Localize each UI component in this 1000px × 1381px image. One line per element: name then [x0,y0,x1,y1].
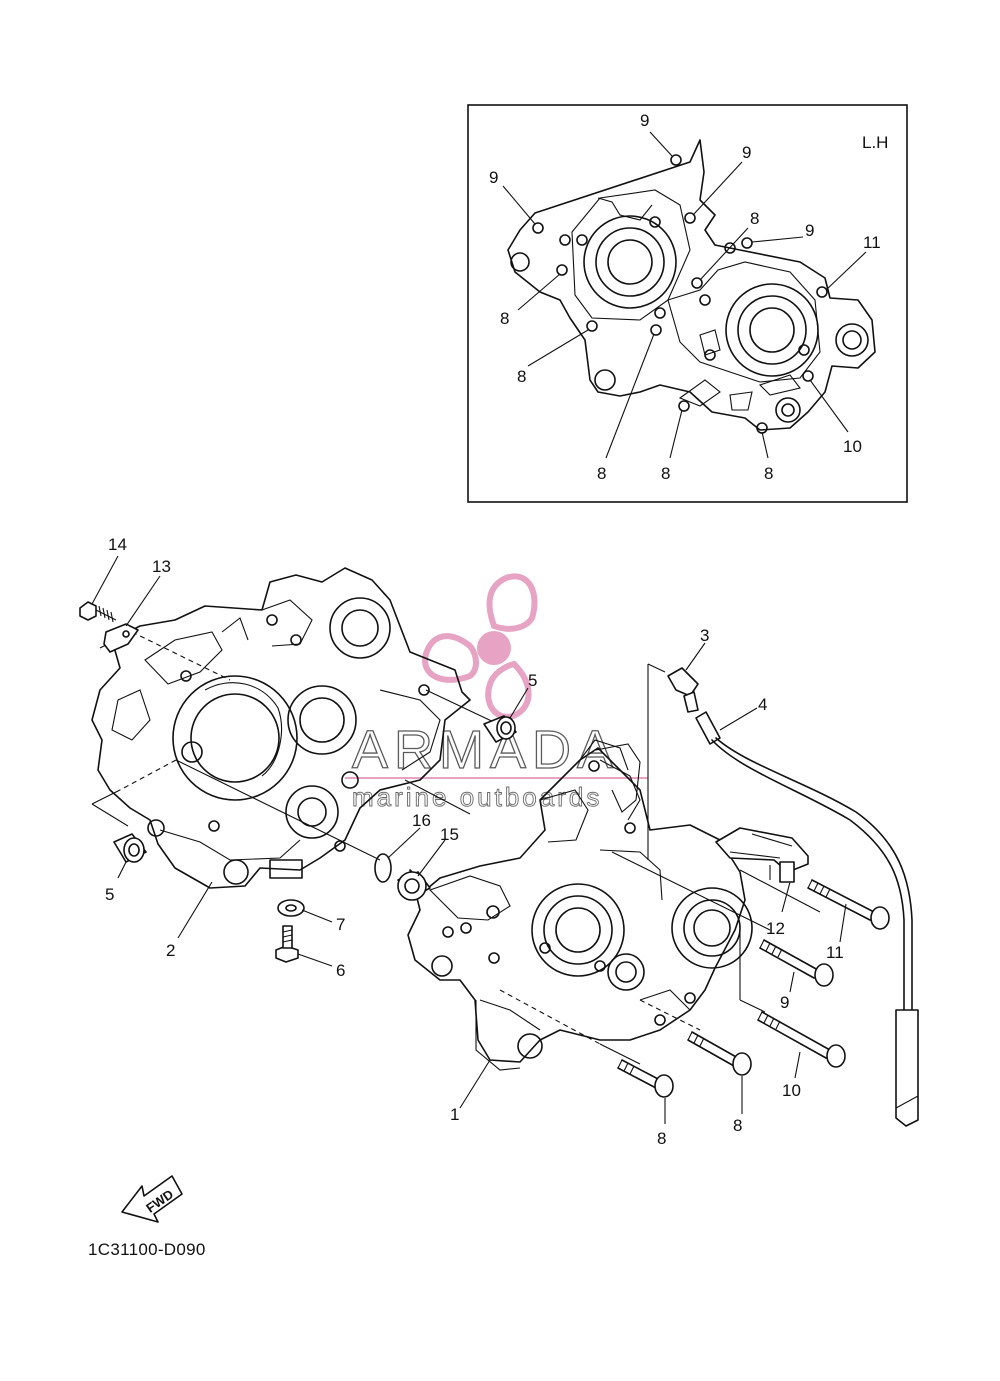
callout-7: 7 [336,915,345,934]
collar-15 [397,871,431,901]
callout-14: 14 [108,535,127,554]
callout-4: 4 [758,695,767,714]
inset-side-label: L.H [862,133,888,152]
callout-16: 16 [412,811,431,830]
bolt-8-left [617,1059,674,1098]
bolt-11 [807,879,890,930]
callout-13: 13 [152,557,171,576]
propeller-blade-left [422,633,479,683]
callout-11: 11 [826,943,844,962]
propeller-blade-top [486,573,538,632]
inset-callout-10: 10 [843,437,862,456]
o-ring-16 [374,853,392,883]
inset-callout-8-bottom-3: 8 [764,464,773,483]
callout-1: 1 [450,1105,459,1124]
inset-callout-numbers: 9 9 9 8 9 11 8 8 8 8 8 10 [489,111,881,483]
callout-12: 12 [766,919,785,938]
callout-10: 10 [782,1081,801,1100]
assembly-guide-lines [91,631,821,1065]
breather-hose-4 [695,711,919,1127]
hose-fitting-3 [667,667,699,713]
inset-callout-9-left: 9 [489,168,498,187]
clamp-plate-12 [715,827,809,883]
callout-8-right: 8 [733,1116,742,1135]
diagram-code: 1C31100-D090 [88,1240,206,1259]
inset-callout-9-right: 9 [805,221,814,240]
crankcase-left-half [91,567,471,889]
drain-bolt-6 [275,925,299,963]
inset-callout-8-center: 8 [750,209,759,228]
main-callout-leaders [91,555,847,1124]
inset-crankcase-drawing [507,139,876,434]
inset-callout-8-lower-left: 8 [517,367,526,386]
propeller-hub [477,631,511,665]
watermark-title: ARMADA [352,720,619,780]
callout-9: 9 [780,993,789,1012]
armada-watermark: ARMADA marine outboards [345,573,648,812]
callout-8-left: 8 [657,1129,666,1148]
callout-5-upper: 5 [528,671,537,690]
inset-callout-8-bottom-1: 8 [597,464,606,483]
propeller-logo [422,573,538,720]
crankcase-right-half [407,739,753,1071]
bolt-10 [757,1011,846,1068]
watermark-subtitle: marine outboards [352,782,602,812]
inset-lh-view: L.H [467,104,908,503]
inset-callout-9-top: 9 [640,111,649,130]
inset-callout-9-upper-right: 9 [742,143,751,162]
callout-6: 6 [336,961,345,980]
callout-3: 3 [700,626,709,645]
inset-callout-8-left: 8 [500,309,509,328]
bolt-9 [759,939,834,987]
inset-callout-11: 11 [863,233,881,252]
bolt-14 [79,601,117,623]
bolt-8-right [687,1031,752,1076]
callout-15: 15 [440,825,459,844]
main-callout-numbers: 14 13 5 5 2 16 15 7 6 3 4 12 11 9 10 1 8… [105,535,844,1148]
inset-callout-leaders [502,131,867,459]
bracket-13 [103,623,139,653]
dowel-pin-5-lower [113,833,147,863]
inset-callout-8-bottom-2: 8 [661,464,670,483]
fwd-arrow: FWD [121,1175,183,1223]
washer-7 [277,899,305,917]
propeller-blade-right [485,660,532,720]
callout-2: 2 [166,941,175,960]
callout-5-lower: 5 [105,885,114,904]
dowel-pin-5-upper [483,715,517,743]
